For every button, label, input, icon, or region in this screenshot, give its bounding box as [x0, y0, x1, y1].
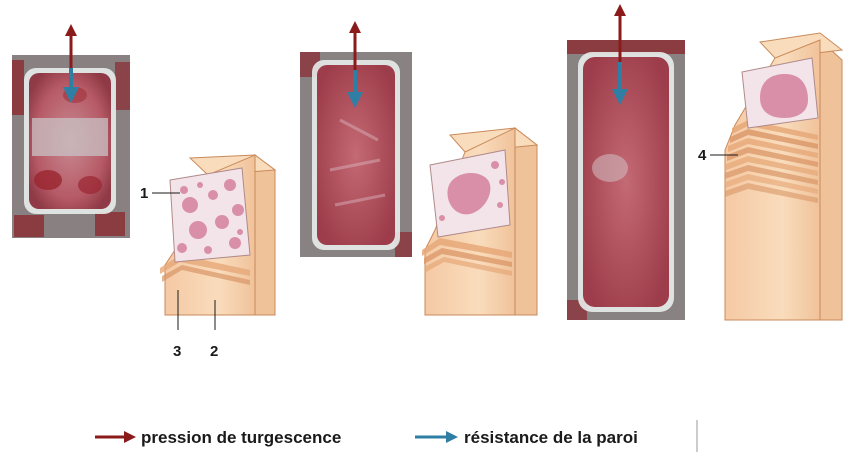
label-2: 2	[210, 343, 218, 360]
micrograph-3	[567, 40, 685, 320]
legend-wall-label: résistance de la paroi	[464, 428, 638, 447]
label-1: 1	[140, 185, 148, 202]
legend-turgor: pression de turgescence	[95, 428, 341, 447]
cell-wall-block-3	[725, 33, 842, 320]
legend: pression de turgescence résistance de la…	[95, 420, 697, 452]
label-4: 4	[698, 147, 707, 164]
legend-wall: résistance de la paroi	[415, 428, 638, 447]
legend-turgor-label: pression de turgescence	[141, 428, 341, 447]
cell-wall-block-2	[422, 128, 537, 315]
label-3: 3	[173, 343, 181, 360]
cell-wall-block-1	[160, 155, 275, 315]
